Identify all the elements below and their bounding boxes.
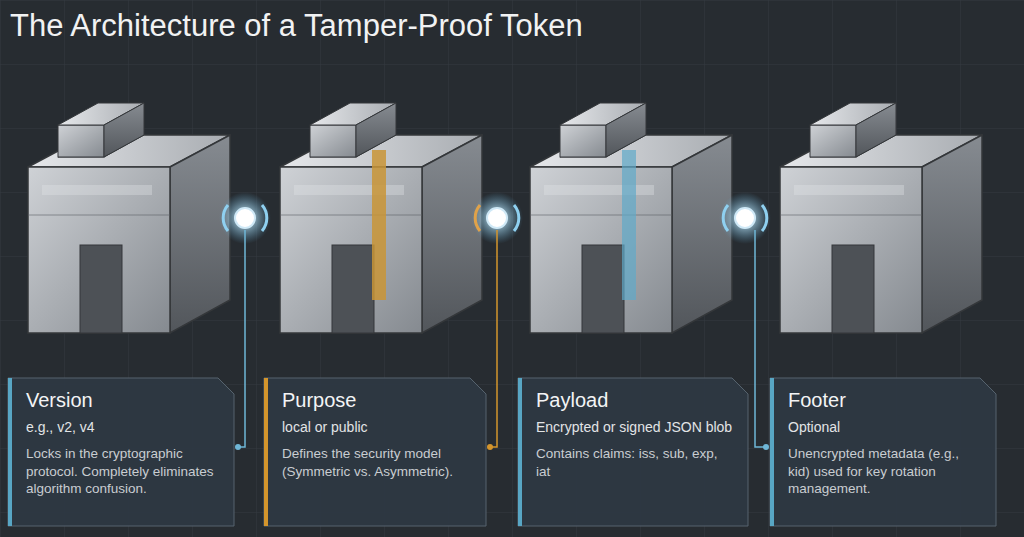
panel-heading: Payload	[536, 388, 734, 412]
panel-subtitle: Optional	[788, 418, 982, 436]
panel-heading: Footer	[788, 388, 982, 412]
info-panel: PayloadEncrypted or signed JSON blobCont…	[518, 378, 748, 526]
title: The Architecture of a Tamper-Proof Token	[10, 8, 583, 44]
info-panel: Purpose local or publicDefines the securi…	[264, 378, 486, 526]
panel-heading: Purpose	[282, 388, 472, 412]
panel-body: Defines the security model (Symmetric vs…	[282, 445, 472, 480]
panel-shape	[770, 378, 996, 526]
panel-body: Contains claims: iss, sub, exp, iat	[536, 445, 734, 480]
accent-bar	[264, 378, 268, 526]
accent-bar	[8, 378, 12, 526]
accent-bar	[518, 378, 522, 526]
panel-body: Locks in the cryptographic protocol. Com…	[26, 445, 220, 498]
info-panel: Version e.g., v2, v4 Locks in the cryptogr…	[8, 378, 234, 526]
accent-bar	[770, 378, 774, 526]
panel-subtitle: local or public	[282, 418, 472, 436]
info-panel: FooterOptionalUnencrypted metadata (e.g.…	[770, 378, 996, 526]
panel-subtitle: Encrypted or signed JSON blob	[536, 418, 734, 436]
panel-subtitle: e.g., v2, v4	[26, 418, 220, 436]
panel-shape	[264, 378, 486, 526]
panel-heading: Version	[26, 388, 220, 412]
panel-shape	[8, 378, 234, 526]
panel-body: Unencrypted metadata (e.g., kid) used fo…	[788, 445, 982, 498]
panel-shape	[518, 378, 748, 526]
